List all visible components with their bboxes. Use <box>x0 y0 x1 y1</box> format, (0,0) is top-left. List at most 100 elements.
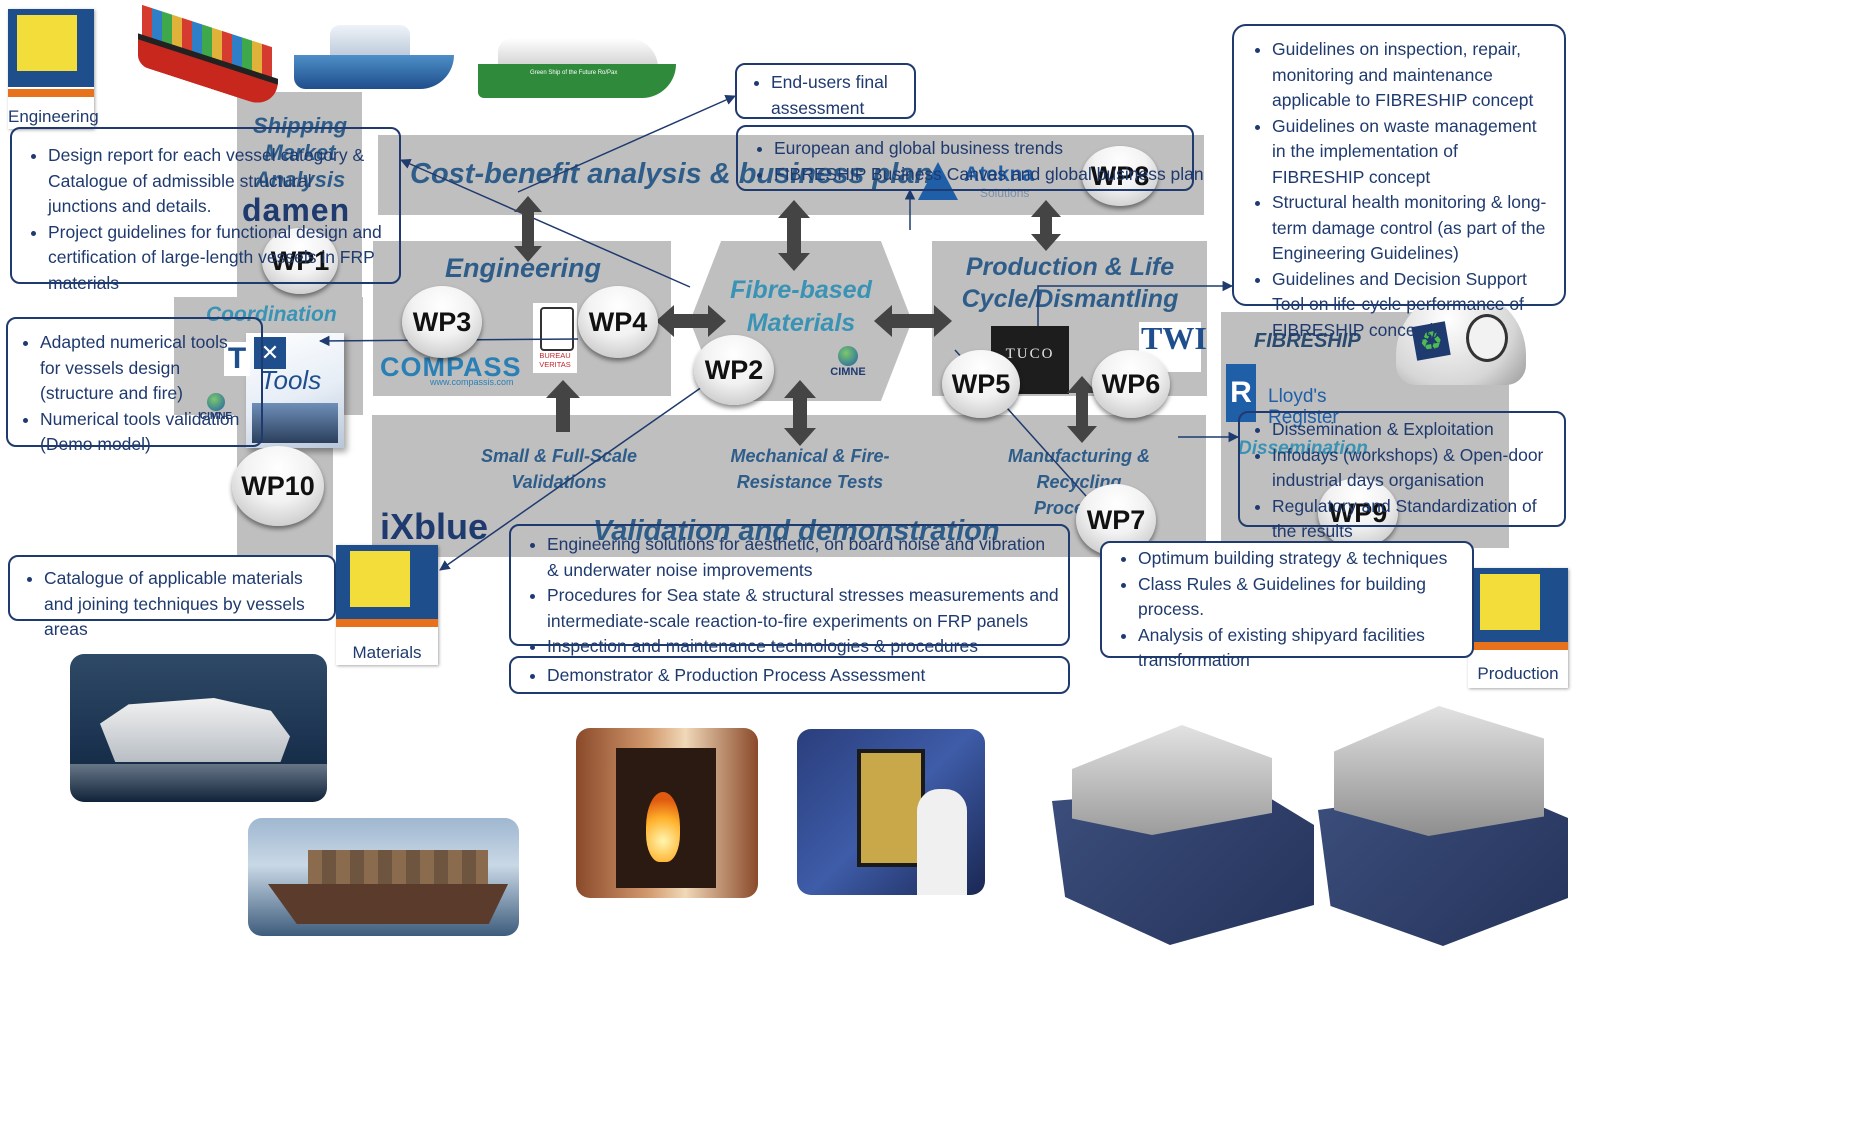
ropax-ship-image: Green Ship of the Future Ro/Pax <box>478 30 676 110</box>
ropax-caption: Green Ship of the Future Ro/Pax <box>530 70 618 76</box>
research-vessel-image <box>294 15 454 95</box>
connector-shipping <box>400 158 691 288</box>
ropax-upper <box>498 38 658 68</box>
wp5-badge[interactable]: WP5 <box>942 350 1020 418</box>
wp9-badge[interactable]: WP9 <box>1318 478 1398 548</box>
ship-section-render-2 <box>1318 706 1568 946</box>
ixblue-logo: iXblue <box>380 506 489 547</box>
engineering-note-label: Engineering <box>8 107 99 126</box>
validation-item-3: Inspection and maintenance technologies … <box>547 634 1060 660</box>
wp1-item-2: Project guidelines for functional design… <box>48 220 385 297</box>
cargo-ship-containers <box>308 850 488 888</box>
patrol-vessel-wake <box>70 764 327 802</box>
wp2-badge[interactable]: WP2 <box>694 335 774 405</box>
vessel-superstructure <box>330 25 410 59</box>
engineering-title: Engineering <box>445 253 602 283</box>
test-machine <box>857 749 925 867</box>
bureau-veritas-emblem <box>540 307 574 351</box>
wp6-badge[interactable]: WP6 <box>1092 350 1170 418</box>
section-deck-1 <box>1072 725 1272 835</box>
twi-logo: TWI <box>1139 320 1207 372</box>
ship-section-render-1 <box>1052 715 1314 947</box>
building-item-1: Optimum building strategy & techniques <box>1138 546 1464 572</box>
business-item-1: European and global business trends <box>774 136 1184 162</box>
dissemination-item-2: Infodays (workshops) & Open-door industr… <box>1272 443 1556 494</box>
atekena-emblem <box>918 162 958 200</box>
thick-arrows <box>514 196 1097 446</box>
bureau-veritas-text: BUREAU VERITAS <box>539 351 571 369</box>
mechanical-label: Mechanical & Fire-Resistance Tests <box>730 446 890 492</box>
arrow-cost-fibre <box>778 200 810 271</box>
globe-icon <box>838 346 858 366</box>
note-stripe <box>8 89 94 97</box>
catalogue-item: Catalogue of applicable materials and jo… <box>44 566 328 643</box>
section-deck-2 <box>1334 706 1544 836</box>
globe-icon <box>207 393 225 411</box>
note-stripe <box>1468 642 1568 650</box>
tools-item-2: Numerical tools validation (Demo model) <box>40 407 253 458</box>
guidelines-item-1: Guidelines on inspection, repair, monito… <box>1272 37 1554 114</box>
note-paper <box>350 551 410 607</box>
wp1-item-1: Design report for each vessel category &… <box>48 143 385 220</box>
connector-guidelines <box>1037 280 1234 326</box>
validation-title: Validation and demonstration <box>593 515 1000 547</box>
end-users-box: End-users final assessment <box>735 63 916 119</box>
tools-ship-image <box>252 403 338 443</box>
materials-note: Materials <box>336 545 438 665</box>
guidelines-item-2: Guidelines on waste management in the im… <box>1272 114 1554 191</box>
note-paper <box>17 15 77 71</box>
wp3-badge[interactable]: WP3 <box>402 286 482 358</box>
dissemination-item-3: Regulatory and Standardization of the re… <box>1272 494 1556 545</box>
wp1-deliverables-box: Design report for each vessel category &… <box>10 127 401 293</box>
materials-note-label: Materials <box>352 643 422 662</box>
fibreship-title: FIBRESHIP <box>1254 330 1361 352</box>
arrow-cost-engineering <box>514 196 542 262</box>
building-item-3: Analysis of existing shipyard facilities… <box>1138 623 1464 674</box>
connector-end-users <box>517 95 736 193</box>
patrol-vessel-photo <box>70 654 327 802</box>
cimne-text: CIMNE <box>199 411 233 422</box>
wp4-badge[interactable]: WP4 <box>578 286 658 358</box>
bureau-veritas-logo: BUREAU VERITAS <box>533 303 577 373</box>
tools-item-1: Adapted numerical tools for vessels desi… <box>40 330 253 407</box>
technician <box>917 789 967 895</box>
arrow-cost-production <box>1031 200 1061 251</box>
engineering-note: Engineering <box>8 9 99 129</box>
arrow-validation-engineering <box>546 380 580 432</box>
twi-text: TWI <box>1141 320 1207 356</box>
business-box: European and global business trends FIBR… <box>736 125 1204 191</box>
wp10-badge[interactable]: WP10 <box>232 446 324 526</box>
note-paper <box>1480 574 1540 630</box>
dissemination-title: Dissemination <box>1238 438 1368 459</box>
validation-box: Engineering solutions for aesthetic, on … <box>509 524 1070 656</box>
coordination-title: Coordination <box>206 303 337 326</box>
demonstrator-item: Demonstrator & Production Process Assess… <box>547 663 1060 689</box>
patrol-vessel-hull <box>100 698 290 762</box>
wrench-icon: ✕ <box>254 337 286 369</box>
damen-logo: damen <box>242 192 351 228</box>
note-stripe <box>336 619 438 627</box>
business-item-2: FIBRESHIP Business Canvas and global bus… <box>774 162 1204 188</box>
guidelines-item-3: Structural health monitoring & long-term… <box>1272 190 1554 267</box>
catalogue-box: Catalogue of applicable materials and jo… <box>8 555 336 639</box>
validation-item-2: Procedures for Sea state & structural st… <box>547 583 1060 634</box>
building-item-2: Class Rules & Guidelines for building pr… <box>1138 572 1464 623</box>
fire-test-photo <box>576 728 758 898</box>
wp8-badge[interactable]: WP8 <box>1082 146 1158 206</box>
building-box: Optimum building strategy & techniques C… <box>1100 541 1474 670</box>
production-note: Production <box>1468 568 1568 688</box>
demonstrator-box: Demonstrator & Production Process Assess… <box>509 656 1070 694</box>
tools-text: Tools <box>260 365 322 395</box>
cimne-text: CIMNE <box>830 366 866 378</box>
dissemination-item-1: Dissemination & Exploitation <box>1272 417 1556 443</box>
connector-catalogue <box>439 372 723 571</box>
small-full-label: Small & Full-Scale Validations <box>480 446 638 492</box>
tools-box: Adapted numerical tools for vessels desi… <box>6 317 263 454</box>
production-title: Production & Life Cycle/Dismantling <box>961 253 1179 313</box>
guidelines-box: Guidelines on inspection, repair, monito… <box>1232 24 1566 340</box>
ropax-hull <box>478 64 676 98</box>
arrow-production-manufacturing <box>1067 376 1097 443</box>
emblem-icon <box>1466 314 1508 362</box>
arrow-fibre-mechanical <box>784 380 816 446</box>
flame-icon <box>646 792 680 862</box>
